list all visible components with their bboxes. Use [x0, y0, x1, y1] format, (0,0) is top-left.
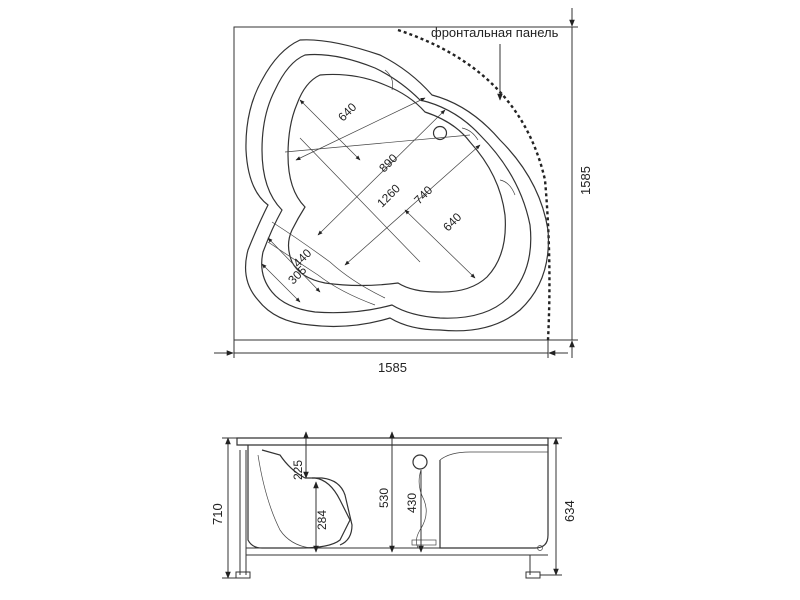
dim-740: 740 — [411, 183, 435, 207]
dim-640-top: 640 — [335, 100, 359, 124]
side-seat — [312, 477, 353, 546]
dim-530: 530 — [377, 488, 391, 508]
seat-contour — [271, 221, 386, 299]
dim-width-group: 1585 — [214, 340, 568, 375]
dim-634: 634 — [562, 500, 577, 522]
dim-height-group: 1585 — [548, 8, 593, 358]
side-overflow-circle — [412, 454, 428, 470]
dim-width-1585: 1585 — [378, 360, 407, 375]
top-view: 640 890 1260 740 640 440 305 фронтальная… — [214, 8, 593, 375]
dim-284: 284 — [315, 510, 329, 530]
dim-430: 430 — [405, 493, 419, 513]
dim-225: 225 — [291, 460, 305, 480]
tub-basin — [287, 73, 506, 293]
front-panel-edge — [397, 28, 551, 341]
dim-640-right: 640 — [440, 210, 464, 234]
dim-710-group: 710 — [210, 437, 237, 579]
dim-height-1585: 1585 — [578, 166, 593, 195]
front-panel-label: фронтальная панель — [431, 25, 559, 40]
side-overflow-pipe — [416, 469, 427, 549]
inner-dimensions — [261, 97, 481, 303]
side-tub-body — [247, 445, 351, 549]
tub-outer-rim — [245, 39, 550, 332]
dim-305: 305 — [285, 263, 309, 287]
side-drain — [411, 539, 437, 546]
side-leg-left — [235, 571, 251, 579]
side-frame — [239, 450, 548, 575]
dim-890: 890 — [376, 151, 400, 175]
rim-grip — [384, 69, 516, 196]
dim-1260: 1260 — [374, 181, 403, 210]
top-view-frame — [233, 26, 548, 341]
tub-inner-rim — [261, 53, 532, 319]
dim-710: 710 — [210, 503, 225, 525]
side-view: 710 225 284 530 430 634 — [210, 431, 577, 579]
side-leg-right — [525, 571, 541, 579]
dim-634-group: 634 — [540, 437, 577, 576]
